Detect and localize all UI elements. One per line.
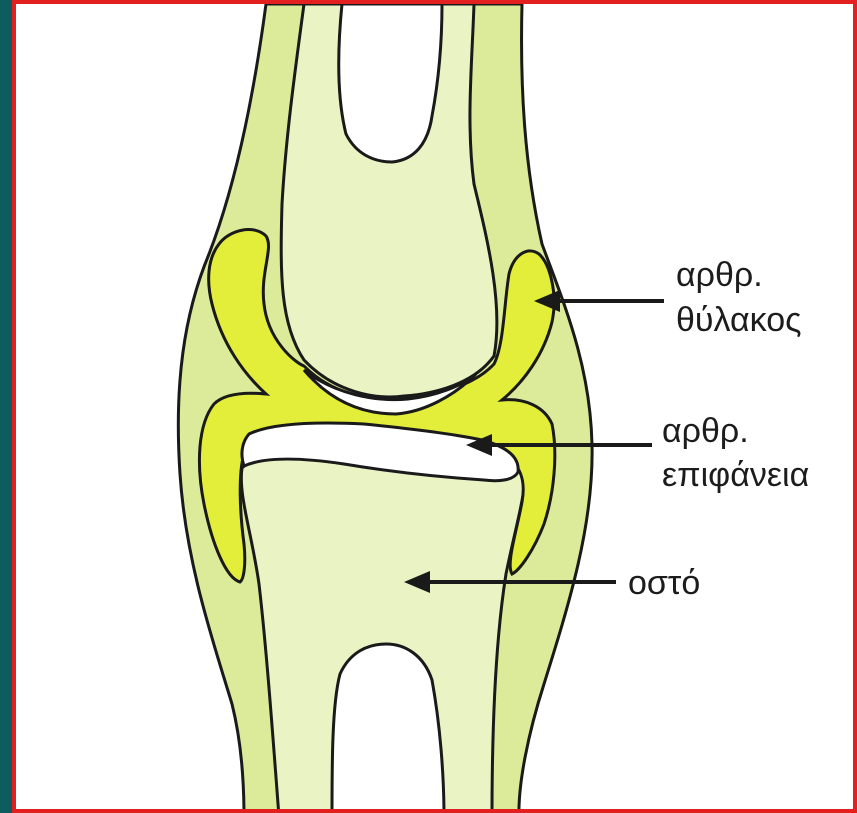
bone-label: οστό [628, 564, 700, 602]
lower-marrow-cavity [332, 644, 444, 813]
surface-label-line1: αρθρ. [662, 412, 749, 450]
upper-marrow-cavity [339, 4, 442, 162]
diagram-frame: αρθρ. θύλακος αρθρ. επιφάνεια οστό [12, 0, 857, 813]
joint-diagram: αρθρ. θύλακος αρθρ. επιφάνεια οστό [16, 4, 857, 813]
capsule-label-line1: αρθρ. [676, 256, 763, 294]
capsule-label-line2: θύλακος [676, 301, 802, 339]
capsule-arrow [534, 290, 664, 312]
surface-label-line2: επιφάνεια [662, 456, 809, 494]
